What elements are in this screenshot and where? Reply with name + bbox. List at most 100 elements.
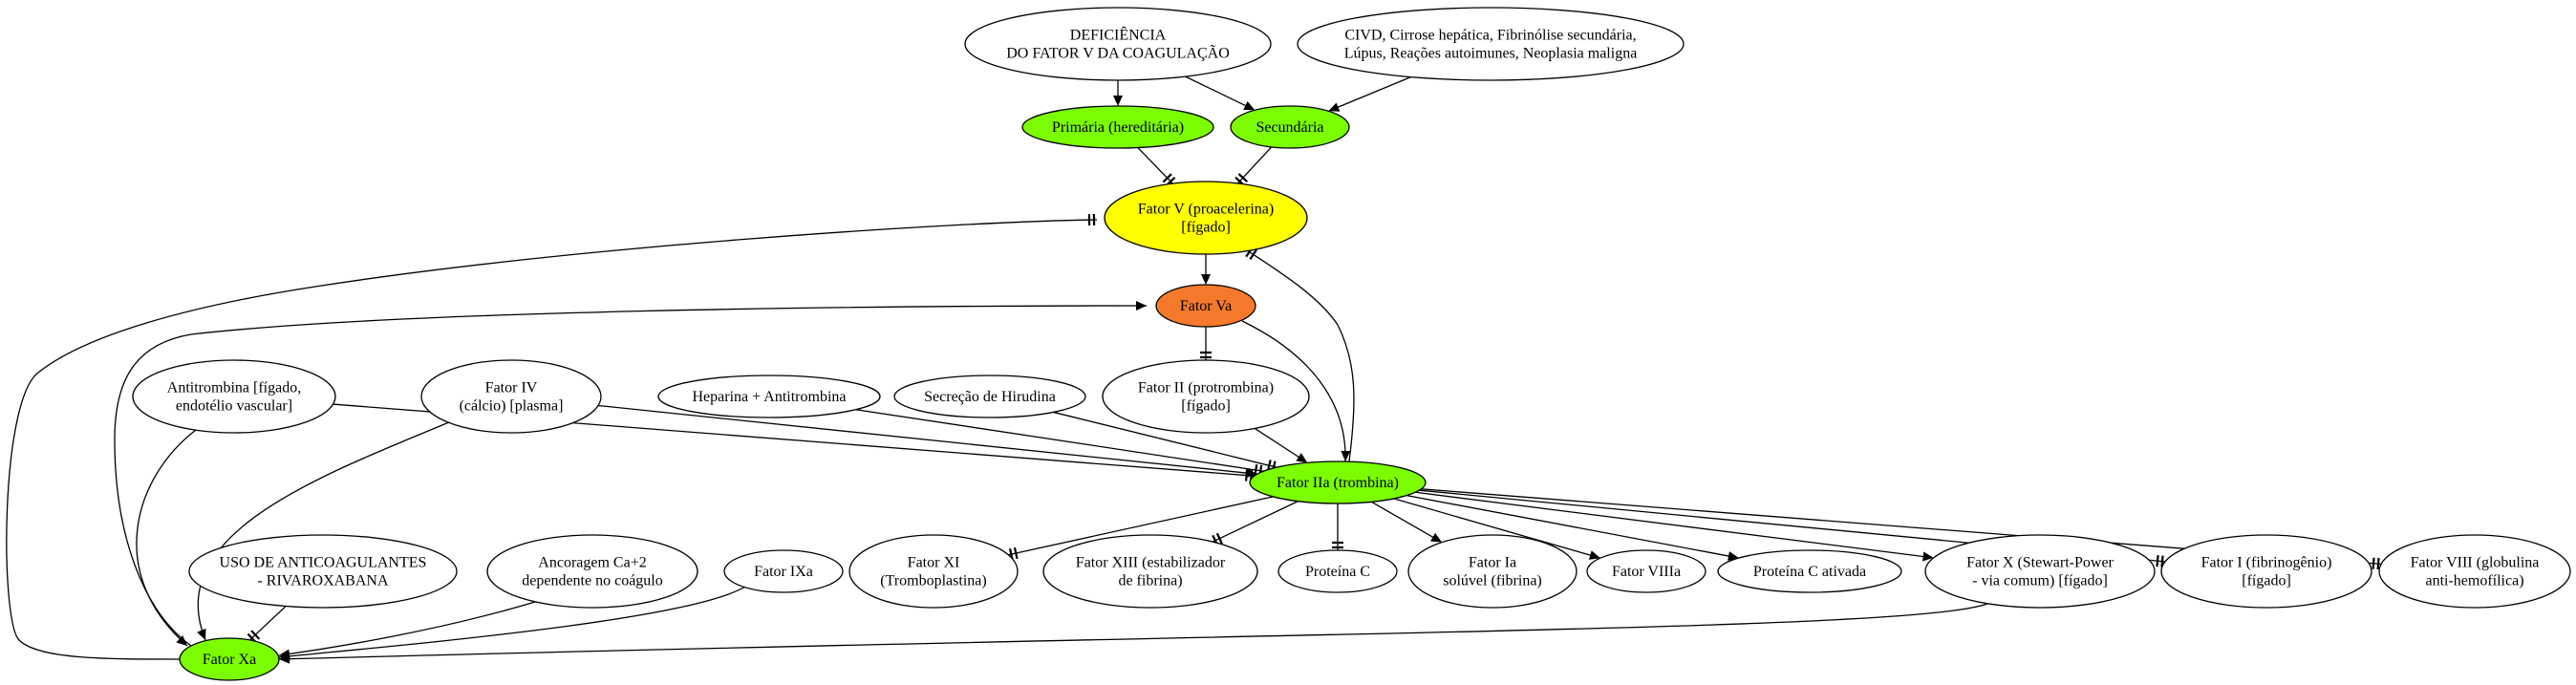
node-fator-i: Fator I (fibrinogênio)[fígado]	[2160, 534, 2372, 609]
edge-fator-iv-to-fator-iia	[597, 404, 1257, 479]
node-ancoragem-label-1: Ancoragem Ca+2	[538, 555, 646, 571]
node-fator-ia-label-1: Fator Ia	[1469, 555, 1516, 571]
edge-anticoag-to-fator-xa-tee-bar-2	[250, 630, 261, 640]
edge-fator-iia-to-fator-ia-arrowhead	[1430, 532, 1443, 543]
edge-fator-iia-to-fator-i-tee-bar-1	[2160, 555, 2164, 567]
node-proteina-c-ativada-label-1: Proteína C ativada	[1753, 564, 1866, 580]
edge-ancoragem-to-fator-xa	[278, 601, 536, 659]
edge-fator-va-to-fator-iia-arrowhead	[1341, 450, 1351, 461]
node-fator-viii-label-2: anti-hemofílica)	[2425, 573, 2523, 589]
edge-fator-xa-to-fator-va-arrowhead	[1136, 301, 1147, 310]
node-proteina-c-shape	[1277, 549, 1398, 593]
edge-fator-x-to-fator-xa-arrowhead	[279, 653, 290, 664]
edge-fator-ii-to-fator-iia-line	[1254, 427, 1300, 459]
edge-fator-iia-to-fator-x-line	[1415, 491, 1924, 558]
edge-fator-iia-to-fator-v-line	[1246, 249, 1355, 462]
edge-ancoragem-to-fator-xa-line	[278, 601, 536, 656]
node-fator-i-shape	[2160, 534, 2372, 609]
edge-fator-xa-to-fator-va-line	[114, 305, 1148, 647]
edge-fator-iia-to-fator-xi-tee-bar-2	[1013, 546, 1019, 560]
node-proteina-c-label-1: Proteína C	[1305, 564, 1370, 580]
node-fator-xi-label-1: Fator XI	[908, 555, 960, 571]
edge-secundaria-to-fator-v	[1234, 146, 1273, 186]
node-fator-ii-shape	[1102, 359, 1310, 434]
edge-deficiencia-to-primaria	[1113, 80, 1123, 106]
node-ancoragem-label-2: dependente no coágulo	[522, 573, 663, 589]
node-hirudina-shape	[893, 375, 1086, 418]
node-fator-viiia-label-1: Fator VIIIa	[1612, 564, 1681, 580]
node-proteina-c-ativada-shape	[1717, 549, 1902, 593]
edge-heparina-to-fator-iia-tee-bar-2	[1254, 463, 1258, 477]
node-fator-iv-label-1: Fator IV	[485, 380, 538, 396]
edge-fator-iv-to-fator-iia-arrowhead	[1246, 468, 1257, 479]
node-secundaria-label-1: Secundária	[1256, 119, 1323, 136]
node-fator-ia-label-2: solúvel (fibrina)	[1443, 573, 1542, 589]
node-fator-iia: Fator IIa (trombina)	[1249, 460, 1427, 504]
node-primaria: Primária (hereditária)	[1021, 105, 1214, 149]
edge-fator-iia-to-fator-viiia-arrowhead	[1588, 550, 1600, 560]
node-fator-x-shape	[1924, 534, 2156, 609]
node-antitrombina-label-2: endotélio vascular]	[176, 398, 292, 415]
edge-fator-x-to-fator-xa	[278, 603, 1988, 664]
edge-fator-iia-to-fator-v-tee-bar-2	[1249, 248, 1257, 261]
node-fator-x-label-2: - via comum) [fígado]	[1972, 573, 2108, 589]
node-fator-x: Fator X (Stewart-Power- via comum) [fíga…	[1924, 534, 2156, 609]
edge-fator-iia-to-fator-viii-tee-bar-2	[2372, 557, 2375, 569]
node-secundaria: Secundária	[1230, 105, 1350, 149]
node-fator-va-label-1: Fator Va	[1180, 298, 1232, 314]
node-deficiencia-label-2: DO FATOR V DA COAGULAÇÃO	[1006, 45, 1230, 62]
node-secundaria-shape	[1230, 105, 1350, 149]
edge-primaria-to-fator-v-tee-bar-2	[1162, 173, 1172, 183]
node-fator-ii-label-1: Fator II (protrombina)	[1138, 380, 1274, 396]
edge-fator-v-to-fator-va	[1201, 254, 1211, 285]
edge-fator-xa-to-fator-v	[6, 214, 1098, 660]
node-anticoag-label-2: - RIVAROXABANA	[257, 573, 388, 589]
node-anticoag: USO DE ANTICOAGULANTES- RIVAROXABANA	[188, 534, 458, 609]
edge-causas-sec-to-secundaria	[1328, 75, 1411, 112]
edge-fator-iv-to-fator-iia-line	[597, 404, 1248, 474]
node-fator-xiii-label-1: Fator XIII (estabilizador	[1076, 555, 1226, 571]
edge-fator-va-to-fator-ii	[1200, 327, 1212, 360]
node-deficiencia-label-1: DEFICIÊNCIA	[1070, 26, 1167, 44]
node-fator-v-label-1: Fator V (proacelerina)	[1138, 202, 1274, 218]
edge-fator-iia-to-fator-viii-tee-bar-1	[2376, 558, 2380, 570]
node-causas-sec: CIVD, Cirrose hepática, Fibrinólise secu…	[1297, 7, 1685, 81]
node-fator-va: Fator Va	[1155, 284, 1256, 328]
edge-fator-iia-to-fator-xiii-tee-bar-2	[1215, 532, 1223, 545]
edges-layer	[6, 75, 2382, 664]
edge-anticoag-to-fator-xa	[247, 606, 287, 644]
edge-fator-iia-to-fator-xiii-line	[1212, 501, 1299, 543]
node-proteina-c-ativada: Proteína C ativada	[1717, 549, 1902, 593]
node-causas-sec-shape	[1297, 7, 1685, 81]
edge-fator-va-to-fator-iia-line	[1241, 320, 1346, 462]
node-fator-xi-label-2: (Tromboplastina)	[880, 573, 986, 589]
node-deficiencia-shape	[964, 7, 1272, 81]
node-antitrombina: Antitrombina [fígado,endotélio vascular]	[132, 359, 336, 434]
node-fator-xiii-shape	[1042, 534, 1258, 609]
node-fator-viiia-shape	[1586, 549, 1707, 593]
node-fator-viiia: Fator VIIIa	[1586, 549, 1707, 593]
edge-fator-iia-to-fator-x-arrowhead	[1922, 551, 1934, 562]
node-fator-viii-shape	[2378, 534, 2571, 609]
edge-fator-ii-to-fator-iia-arrowhead	[1296, 453, 1308, 463]
edge-deficiencia-to-primaria-arrowhead	[1113, 96, 1123, 106]
node-hirudina-label-1: Secreção de Hirudina	[924, 389, 1056, 405]
edge-fator-iv-to-fator-xa-arrowhead	[197, 628, 206, 640]
node-fator-i-label-2: [fígado]	[2242, 573, 2291, 589]
node-fator-viii-label-1: Fator VIII (globulina	[2411, 555, 2540, 571]
edge-deficiencia-to-secundaria-line	[1185, 75, 1247, 107]
node-causas-sec-label-1: CIVD, Cirrose hepática, Fibrinólise secu…	[1344, 28, 1636, 44]
node-ancoragem: Ancoragem Ca+2 dependente no coágulo	[486, 534, 698, 609]
node-fator-ixa-label-1: Fator IXa	[754, 564, 813, 580]
edge-antitrombina-to-fator-xa-arrowhead	[176, 634, 187, 646]
edge-fator-va-to-fator-iia	[1241, 320, 1351, 462]
node-fator-xa-shape	[179, 637, 280, 681]
node-fator-ixa: Fator IXa	[723, 549, 844, 593]
edge-fator-iia-to-fator-v	[1245, 246, 1355, 462]
edge-fator-xa-to-fator-v-line	[6, 219, 1098, 660]
node-fator-xa: Fator Xa	[179, 637, 280, 681]
node-anticoag-shape	[188, 534, 458, 609]
